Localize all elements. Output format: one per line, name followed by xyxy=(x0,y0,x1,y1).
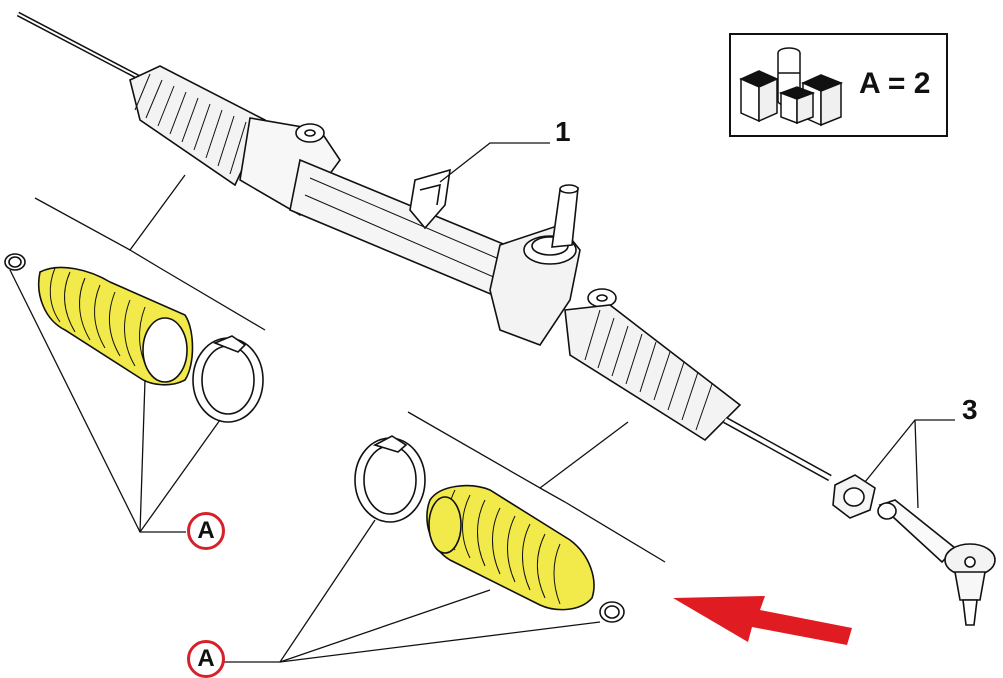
badge-set-a-upper: A xyxy=(187,512,225,550)
callout-part-3: 3 xyxy=(962,394,978,425)
kit-formula: A = 2 xyxy=(859,67,931,100)
left-boot-kit xyxy=(4,253,264,423)
steering-rack xyxy=(16,11,832,482)
callout-part-1: 1 xyxy=(555,116,571,147)
tie-rod-end xyxy=(832,474,996,626)
red-arrow-icon xyxy=(673,596,852,645)
right-boot-kit xyxy=(354,435,625,623)
leader-lines xyxy=(9,142,955,663)
spare-parts-kit-icon xyxy=(739,47,844,127)
badge-set-a-lower: A xyxy=(187,640,225,678)
kit-legend: A = 2 xyxy=(729,33,948,137)
